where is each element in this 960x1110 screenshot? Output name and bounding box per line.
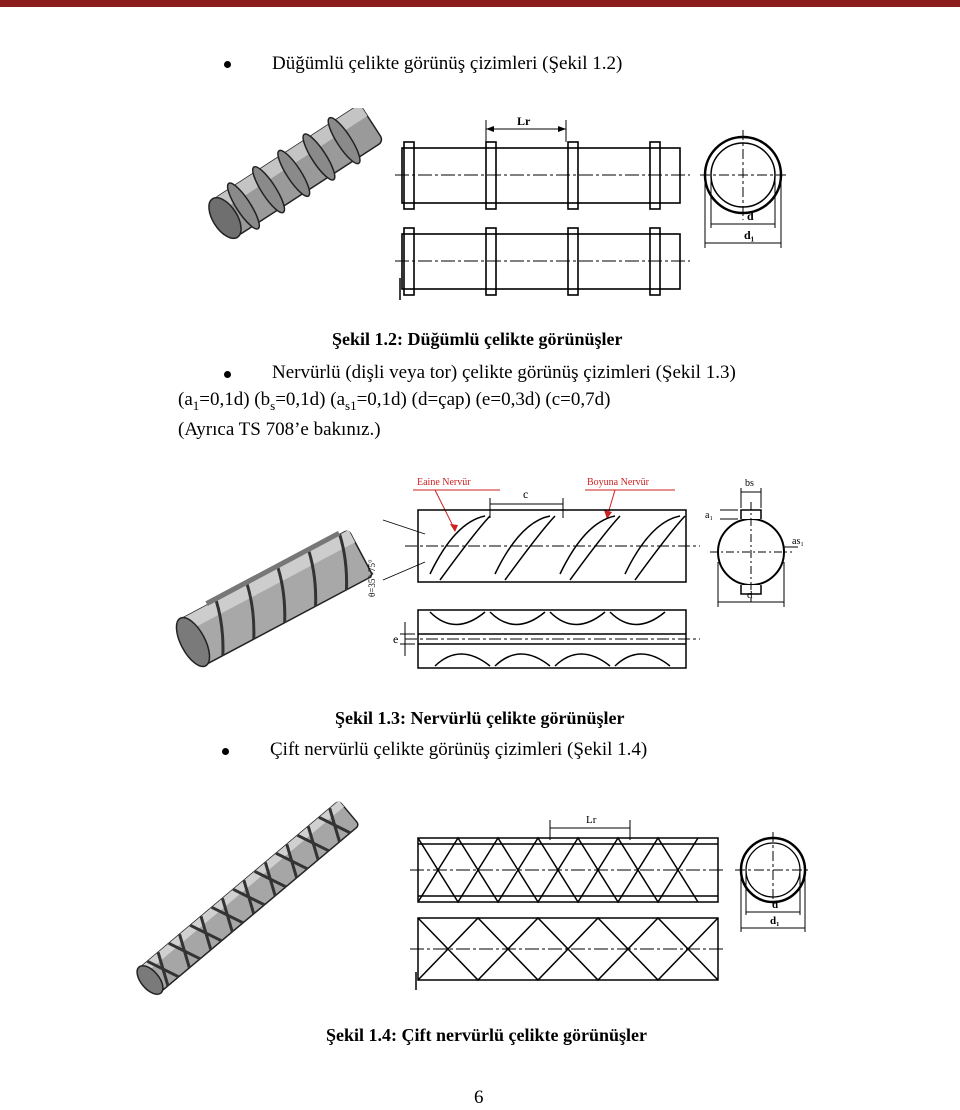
fig12-lr-label: Lr [517,114,531,128]
page-number: 6 [474,1087,484,1108]
e-label: e [393,632,398,646]
double-ribbed-bar-3d [136,800,359,995]
bs-label: bs [745,478,754,489]
param-bs-sub: s [270,398,276,413]
bullet-dot [224,371,231,378]
fig14-lr-label: Lr [586,814,597,826]
fig14-d1-label: d₁ [770,915,779,927]
fig13-d-label: d [747,589,753,601]
caption-fig12: Şekil 1.2: Düğümlü çelikte görünüşler [332,329,623,349]
bullet-text-fig13: Nervürlü (dişli veya tor) çelikte görünü… [272,362,736,383]
bullet-dot [222,748,229,755]
parameter-line: (a1=0,1d) (bs=0,1d) (as1=0,1d) (d=çap) (… [178,388,610,412]
figure-1-2-drawing: Lr d d₁ [208,108,786,300]
figure-1-4-drawing: Lr d d₁ [136,800,811,995]
eaine-nervur-label: Eaine Nervür [417,477,471,488]
bullet-text-fig14: Çift nervürlü çelikte görünüş çizimleri … [270,739,648,760]
ts708-note: (Ayrıca TS 708’e bakınız.) [178,419,381,440]
param-bs-value: =0,1d) (a [275,389,346,410]
param-as1-value: =0,1d) (d=çap) (e=0,3d) (c=0,7d) [356,389,611,410]
knotted-bar-3d [208,108,383,240]
fig12-d1-label: d₁ [744,228,755,242]
a1-label: a₁ [705,510,713,521]
angle-label: θ=35°-75° [367,559,377,597]
fig12-d-label: d [747,209,754,223]
caption-fig13: Şekil 1.3: Nervürlü çelikte görünüşler [335,708,625,728]
bullet-text-fig12: Düğümlü çelikte görünüş çizimleri (Şekil… [272,53,623,74]
param-a1-sub: 1 [192,398,200,413]
top-accent-bar [0,0,960,7]
c-label: c [523,487,528,501]
figure-1-3-drawing: Eaine Nervür Boyuna Nervür c θ=35°-75° [175,477,804,669]
caption-fig14: Şekil 1.4: Çift nervürlü çelikte görünüş… [326,1025,647,1045]
ribbed-bar-3d [175,529,373,668]
fig14-d-label: d [772,899,778,911]
boyuna-nervur-label: Boyuna Nervür [587,477,650,488]
bullet-dot [224,61,231,68]
param-as1-sub: s1 [345,398,357,413]
as1-label: as₁ [792,536,804,547]
param-a1-value: =0,1d) (b [199,389,271,410]
param-a1-open: (a [178,389,193,410]
